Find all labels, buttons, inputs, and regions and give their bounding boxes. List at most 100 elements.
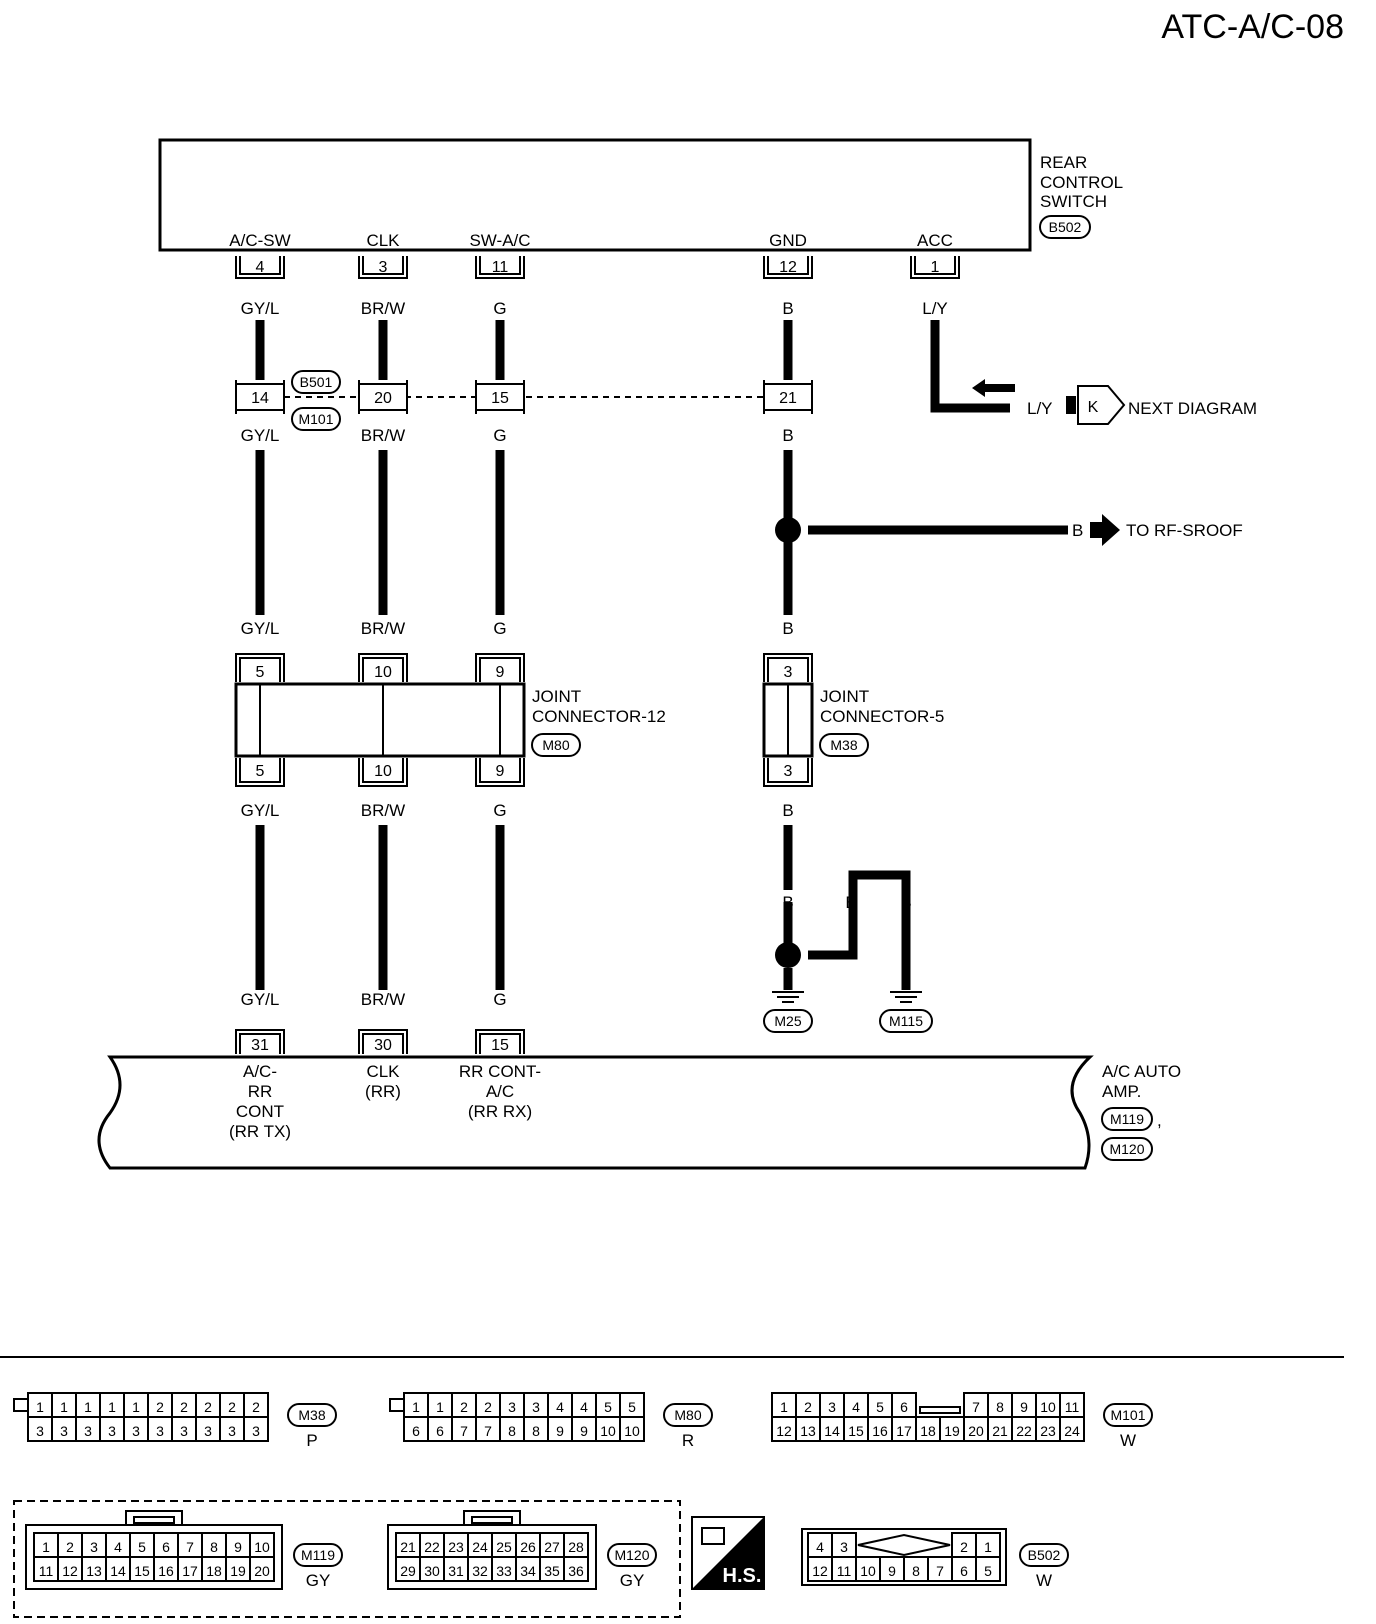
pin-cell (571, 1392, 597, 1418)
ac-auto-amp-body (97, 1055, 1094, 1170)
amp-pin31-label-2: RR (248, 1082, 273, 1101)
splice-rf-sroof (775, 517, 801, 543)
wire-label-gyl-2: GY/L (241, 426, 280, 445)
wire-label-b-4: B (782, 801, 793, 820)
wire-label-gyl-4: GY/L (241, 801, 280, 820)
pin-number: 8 (912, 1563, 920, 1579)
pin-number: 17 (182, 1563, 198, 1579)
pin-number: 3 (108, 1423, 116, 1439)
pin-number: 2 (66, 1539, 74, 1555)
ground-point-m115: M115 (889, 1013, 923, 1029)
ground-wire-label-3: B (900, 893, 911, 912)
connector-color: GY (620, 1571, 645, 1590)
pin-number: 2 (484, 1399, 492, 1415)
pin-number: 19 (944, 1423, 960, 1439)
rf-sroof-ref: B TO RF-SROOF (1072, 514, 1243, 546)
pin-cell (831, 1532, 857, 1558)
pin-number: 12 (776, 1423, 792, 1439)
pin-number: 9 (234, 1539, 242, 1555)
pin-cell (975, 1556, 1001, 1582)
pin-number: 28 (568, 1539, 584, 1555)
pin-number: 34 (520, 1563, 536, 1579)
pin-cell (123, 1416, 149, 1442)
connector-color: P (306, 1431, 317, 1450)
pin-cell (563, 1532, 589, 1558)
pin-number: 7 (936, 1563, 944, 1579)
amp-pin31-label-1: A/C- (243, 1062, 277, 1081)
pin-number: 3 (156, 1423, 164, 1439)
pin-cell (57, 1556, 83, 1582)
pin-number: 10 (860, 1563, 876, 1579)
ground-wire-label-1: B (782, 893, 793, 912)
pin-number: 1 (984, 1539, 992, 1555)
pin-number: 21 (400, 1539, 416, 1555)
wire-label-gyl-5: GY/L (241, 990, 280, 1009)
pin-number: 31 (448, 1563, 464, 1579)
pin-number: 3 (840, 1539, 848, 1555)
pin-cell (427, 1416, 453, 1442)
jc12-top-pin-5: 5 (256, 664, 265, 681)
ground-symbols (772, 968, 922, 1003)
ground-wire-label-2: B (845, 893, 856, 912)
rcs-name-line-3: SWITCH (1040, 192, 1107, 211)
pin-cell (81, 1556, 107, 1582)
jc5-connector-id: M38 (830, 737, 857, 753)
pin-number: 13 (86, 1563, 102, 1579)
amp-connector-separator: , (1157, 1111, 1162, 1130)
pin-cell (177, 1532, 203, 1558)
pin-cell (619, 1392, 645, 1418)
jc12-name-line-2: CONNECTOR-12 (532, 707, 666, 726)
next-diagram-ref: L/Y K NEXT DIAGRAM (972, 379, 1257, 425)
pin-cell (201, 1556, 227, 1582)
pin-number: 5 (876, 1399, 884, 1415)
pin-number: 1 (108, 1399, 116, 1415)
jc5-top-pin: 3 (784, 664, 793, 681)
pin-number: 3 (90, 1539, 98, 1555)
rcs-pin-label-clk: CLK (366, 231, 400, 250)
pin-number: 9 (556, 1423, 564, 1439)
pin-number: 35 (544, 1563, 560, 1579)
pin-number: 2 (960, 1539, 968, 1555)
connector-color: GY (306, 1571, 331, 1590)
pin-number: 25 (496, 1539, 512, 1555)
jc12-bottom-pin-9: 9 (496, 763, 505, 780)
pin-cell (523, 1416, 549, 1442)
pin-number: 3 (36, 1423, 44, 1439)
m119-m120-group-box (13, 1500, 681, 1618)
pin-number: 1 (436, 1399, 444, 1415)
pin-number: 11 (39, 1563, 54, 1579)
pin-cell (195, 1416, 221, 1442)
pin-number: 1 (780, 1399, 788, 1415)
rcs-pin-label-swac: SW-A/C (469, 231, 530, 250)
pin-number: 19 (230, 1563, 246, 1579)
pin-number: 3 (252, 1423, 260, 1439)
pin-cell (975, 1532, 1001, 1558)
jc5-name-line-1: JOINT (820, 687, 869, 706)
pin-number: 1 (132, 1399, 140, 1415)
pin-cell (51, 1416, 77, 1442)
wire-label-brw-3: BR/W (361, 619, 405, 638)
pin-number: 6 (900, 1399, 908, 1415)
pin-number: 17 (896, 1423, 912, 1439)
pin-number: 6 (162, 1539, 170, 1555)
jc12-name-line-1: JOINT (532, 687, 581, 706)
pin-number: 5 (138, 1539, 146, 1555)
pin-number: 18 (206, 1563, 222, 1579)
wire-label-g-2: G (493, 426, 506, 445)
ground-point-m25: M25 (774, 1013, 801, 1029)
pin-cell (831, 1556, 857, 1582)
wire-label-brw-4: BR/W (361, 801, 405, 820)
pin-cell (75, 1416, 101, 1442)
pin-cell (1011, 1416, 1037, 1442)
amp-pin15-label-1: RR CONT- (459, 1062, 541, 1081)
pin-number: 6 (960, 1563, 968, 1579)
joint-connector-5 (762, 653, 814, 787)
rcs-pin-label-acsw: A/C-SW (229, 231, 290, 250)
pin-number: 8 (210, 1539, 218, 1555)
rcs-pin-label-acc: ACC (917, 231, 953, 250)
amp-pin-15: 15 (491, 1037, 509, 1054)
wires (255, 320, 1068, 990)
